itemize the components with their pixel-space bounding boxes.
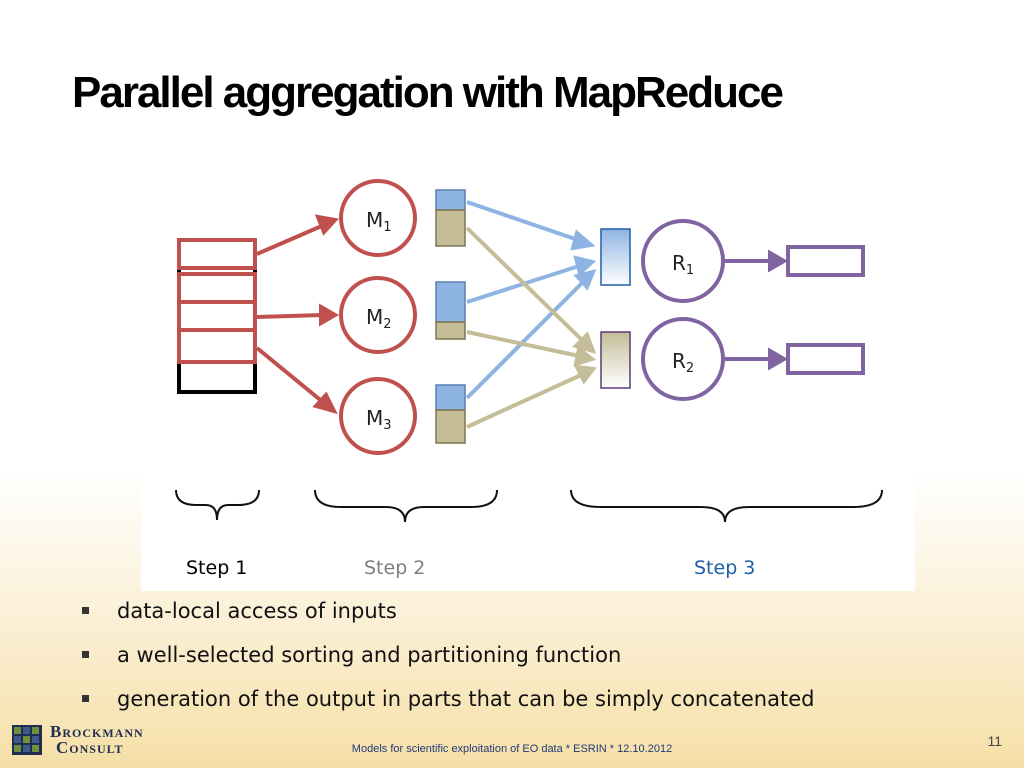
shuffle-arrow-blue	[465, 280, 585, 400]
logo-text-line2: Consult	[56, 738, 124, 757]
svg-text:M2: M2	[366, 305, 392, 332]
mapper-2: M2	[339, 276, 417, 354]
mapper-subscript: 2	[383, 317, 391, 332]
mapper-subscript: 1	[383, 220, 391, 235]
input-split	[177, 238, 257, 270]
mapper-label: M	[366, 406, 383, 430]
svg-text:R2: R2	[672, 349, 694, 376]
reduce-input-buffer	[600, 331, 631, 389]
shuffle-arrow-tan	[466, 330, 580, 358]
mapper-label: M	[366, 305, 383, 329]
svg-text:M1: M1	[366, 208, 392, 235]
svg-text:M3: M3	[366, 406, 392, 433]
shuffle-arrow-blue	[466, 200, 579, 242]
slide-footer: Models for scientific exploitation of EO…	[351, 743, 673, 755]
step-2-brace	[314, 489, 498, 523]
map-input-arrow	[256, 313, 324, 319]
step-1-brace	[175, 489, 260, 521]
input-split	[177, 300, 257, 332]
step-1-label: Step 1	[186, 557, 247, 579]
map-input-arrow	[255, 346, 326, 405]
reducer-2: R2	[641, 317, 725, 401]
mapper-1: M1	[339, 179, 417, 257]
mapper-subscript: 3	[383, 418, 391, 433]
slide-title: Parallel aggregation with MapReduce	[72, 68, 784, 117]
shuffle-arrow-tan	[466, 373, 582, 429]
bullet-item: a well-selected sorting and partitioning…	[80, 641, 814, 685]
reducer-subscript: 2	[686, 361, 694, 376]
input-split-stack	[177, 238, 257, 394]
reducer-subscript: 1	[686, 263, 694, 278]
bullet-list: data-local access of inputs a well-selec…	[80, 597, 814, 729]
square-bullet-icon	[82, 607, 89, 614]
shuffle-arrow-tan	[465, 226, 586, 344]
step-3-label: Step 3	[694, 557, 755, 579]
reducer-label: R	[672, 251, 686, 275]
mapreduce-diagram: M1 M2 M3	[141, 160, 915, 591]
reducer-1: R1	[641, 219, 725, 303]
logo-text-line1: Brockmann	[50, 722, 144, 741]
bullet-item: data-local access of inputs	[80, 597, 814, 641]
map-output-partitions	[435, 189, 466, 444]
logo-grid-icon	[12, 725, 42, 755]
page-number: 11	[987, 733, 1002, 749]
square-bullet-icon	[82, 651, 89, 658]
mapper-3: M3	[339, 377, 417, 455]
input-split	[177, 328, 257, 364]
step-2-label: Step 2	[364, 557, 425, 579]
map-input-arrow	[256, 223, 325, 256]
mapper-label: M	[366, 208, 383, 232]
square-bullet-icon	[82, 695, 89, 702]
step-3-brace	[570, 489, 883, 523]
reducer-label: R	[672, 349, 686, 373]
output-part	[786, 343, 865, 375]
bullet-text: generation of the output in parts that c…	[117, 687, 815, 711]
bullet-text: data-local access of inputs	[117, 599, 397, 623]
input-split	[177, 272, 257, 304]
output-part	[786, 245, 865, 277]
svg-text:R1: R1	[672, 251, 694, 278]
brockmann-consult-logo: Brockmann Consult	[12, 722, 162, 758]
reduce-input-buffer	[600, 228, 631, 286]
bullet-item: generation of the output in parts that c…	[80, 685, 814, 729]
bullet-text: a well-selected sorting and partitioning…	[117, 643, 622, 667]
